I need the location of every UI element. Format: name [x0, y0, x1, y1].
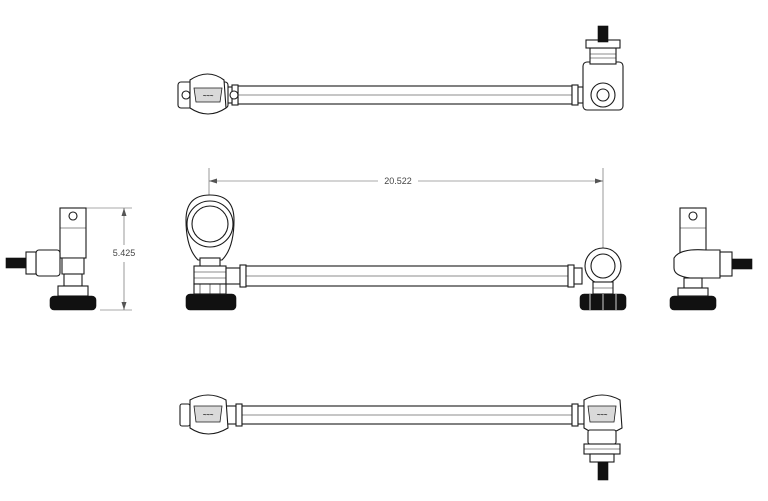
top-view: ~~~	[177, 25, 624, 115]
right-side-stud	[731, 258, 753, 270]
left-side-knob	[49, 295, 97, 311]
right-side-knob	[669, 295, 717, 311]
front-view: 20.522	[185, 168, 627, 311]
dimension-vertical: 5.425	[86, 207, 136, 311]
bottom-view-stud	[597, 461, 609, 481]
dimension-horizontal: 20.522	[208, 168, 604, 262]
svg-text:~~~: ~~~	[203, 94, 214, 100]
left-side-view: 5.425	[5, 207, 136, 311]
dimension-horizontal-label: 20.522	[384, 176, 412, 186]
bottom-view-right-knob: ~~~	[583, 394, 623, 481]
bottom-view: ~~~ ~~~	[179, 394, 623, 481]
top-view-right-clamp	[582, 25, 624, 111]
right-side-view	[669, 207, 753, 311]
top-view-left-clamp: ~~~	[177, 73, 239, 115]
dimension-vertical-label: 5.425	[113, 248, 136, 258]
front-view-right-ring	[579, 247, 627, 311]
svg-text:~~~: ~~~	[203, 413, 214, 419]
left-side-stud	[5, 257, 27, 269]
front-view-left-knob	[185, 293, 237, 311]
front-view-left-ring-clamp	[185, 194, 237, 311]
bottom-view-left-knob: ~~~	[179, 394, 229, 435]
svg-text:~~~: ~~~	[597, 413, 608, 419]
top-view-stud	[597, 25, 609, 43]
